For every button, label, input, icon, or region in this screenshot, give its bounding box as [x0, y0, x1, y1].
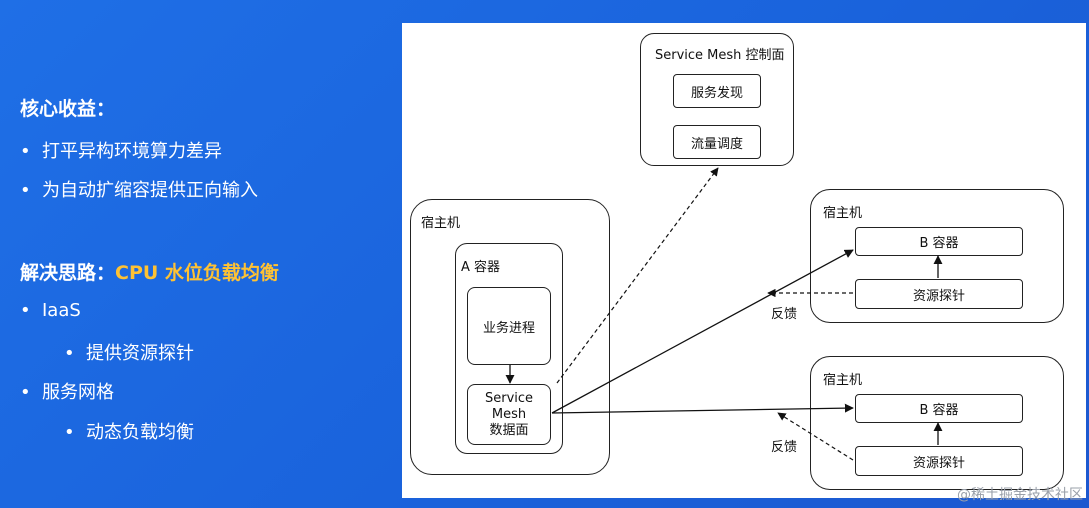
arrow-dataplane-to-b1	[551, 249, 854, 414]
probe-b1-box: 资源探针	[855, 279, 1023, 309]
left-text-panel: 核心收益： •打平异构环境算力差异 •为自动扩缩容提供正向输入 解决思路：CPU…	[0, 0, 400, 508]
host-b1-title: 宿主机	[823, 206, 863, 221]
heading-core-benefits: 核心收益：	[20, 98, 116, 120]
benefit-item: •打平异构环境算力差异	[20, 141, 222, 162]
source-watermark: @稀土掘金技术社区	[957, 487, 1083, 503]
service-discovery-box: 服务发现	[673, 74, 761, 108]
feedback-label-b2: 反馈	[771, 440, 798, 455]
container-a-title: A 容器	[461, 260, 501, 275]
mesh-data-plane-box: Service Mesh 数据面	[467, 384, 551, 445]
solution-item: •服务网格	[20, 382, 114, 403]
container-a-box: A 容器 业务进程 Service Mesh 数据面	[455, 243, 563, 454]
architecture-diagram: Service Mesh 控制面 服务发现 流量调度 宿主机 A 容器 业务进程…	[402, 23, 1086, 498]
solution-subitem: •动态负载均衡	[64, 422, 194, 443]
host-a-box: 宿主机 A 容器 业务进程 Service Mesh 数据面	[410, 199, 610, 475]
traffic-scheduling-box: 流量调度	[673, 125, 761, 159]
container-b1-box: B 容器	[855, 227, 1023, 256]
diagram-arrows	[505, 167, 943, 461]
solution-highlight: CPU 水位负载均衡	[115, 262, 279, 284]
arrow-feedback-b2	[777, 412, 854, 461]
control-plane-box: Service Mesh 控制面 服务发现 流量调度	[640, 33, 794, 166]
feedback-label-b1: 反馈	[771, 307, 798, 322]
host-b2-title: 宿主机	[823, 373, 863, 388]
business-process-box: 业务进程	[467, 287, 551, 365]
solution-item: •IaaS	[20, 300, 81, 321]
host-a-title: 宿主机	[421, 216, 461, 231]
heading-solution: 解决思路：CPU 水位负载均衡	[20, 262, 279, 284]
solution-subitem: •提供资源探针	[64, 343, 194, 364]
container-b2-box: B 容器	[855, 394, 1023, 423]
benefit-item: •为自动扩缩容提供正向输入	[20, 180, 258, 201]
arrow-dataplane-to-b2	[551, 403, 854, 414]
arrow-dataplane-to-control	[556, 167, 719, 384]
probe-b2-box: 资源探针	[855, 446, 1023, 476]
control-plane-title: Service Mesh 控制面	[655, 48, 785, 63]
